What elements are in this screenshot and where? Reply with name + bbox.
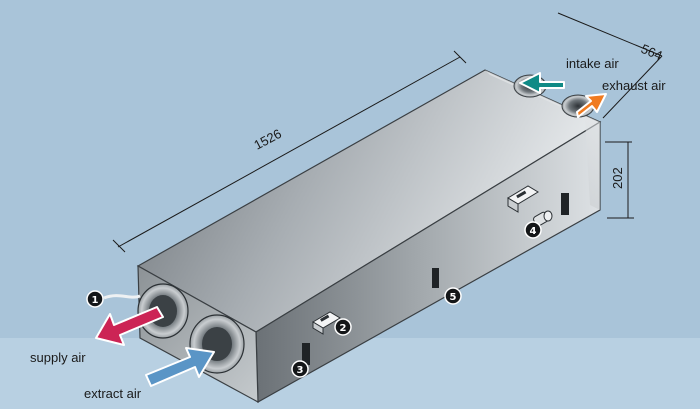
depth-dimension-label: 564 bbox=[639, 41, 665, 63]
callout-1: 1 bbox=[86, 290, 104, 308]
callout-3: 3 bbox=[291, 360, 309, 378]
mounting-bracket-front bbox=[312, 311, 341, 335]
handle-slot-rear bbox=[561, 193, 569, 215]
exhaust-air-arrow bbox=[576, 93, 607, 118]
callout-5-number: 5 bbox=[450, 292, 457, 303]
dimension-lines bbox=[112, 12, 663, 253]
depth-extension-line bbox=[602, 55, 663, 119]
condensate-cable bbox=[103, 294, 141, 300]
handle-slot-5 bbox=[432, 268, 439, 288]
length-dimension-label: 1526 bbox=[251, 126, 284, 153]
intake-air-arrow bbox=[519, 72, 565, 94]
intake-air-label: intake air bbox=[566, 56, 619, 71]
length-tick-left bbox=[112, 239, 126, 253]
callout-3-number: 3 bbox=[297, 365, 304, 376]
callout-4-number: 4 bbox=[530, 226, 537, 237]
length-tick-right bbox=[453, 50, 467, 64]
extract-air-arrow bbox=[145, 347, 215, 387]
length-dimension-line bbox=[117, 56, 461, 248]
handle-slot-3 bbox=[302, 343, 310, 365]
exhaust-air-label: exhaust air bbox=[602, 78, 666, 93]
callout-4: 4 bbox=[524, 221, 542, 239]
depth-dimension-line bbox=[557, 12, 663, 57]
callout-1-number: 1 bbox=[92, 295, 99, 306]
unit-highlight bbox=[485, 70, 600, 210]
supply-air-label: supply air bbox=[30, 350, 86, 365]
mounting-bracket-rear bbox=[507, 185, 539, 213]
callout-2-number: 2 bbox=[340, 323, 347, 334]
callout-2: 2 bbox=[334, 318, 352, 336]
extract-air-label: extract air bbox=[84, 386, 142, 401]
supply-air-arrow bbox=[95, 306, 164, 346]
callout-5: 5 bbox=[444, 287, 462, 305]
height-dimension-label: 202 bbox=[610, 167, 625, 189]
